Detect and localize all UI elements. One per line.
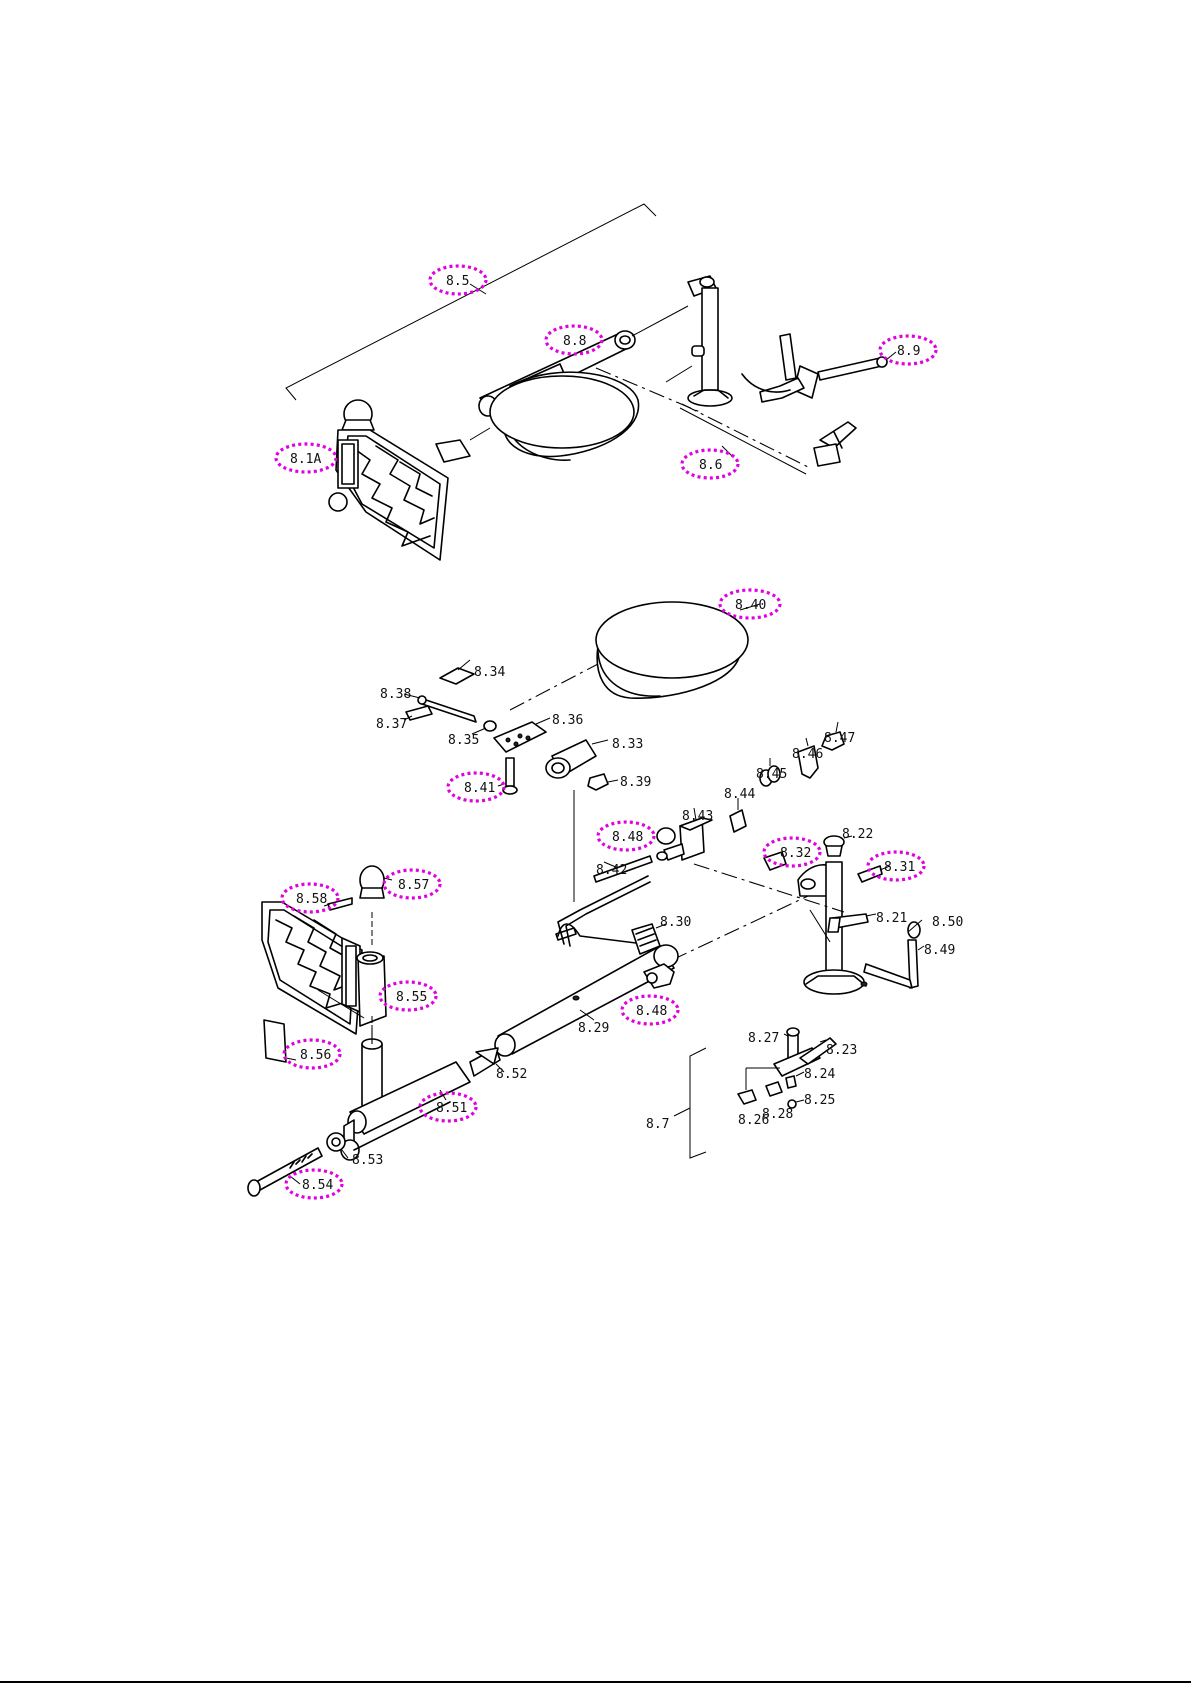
align-line-pad	[510, 664, 598, 710]
label-8-34: 8.34	[474, 665, 505, 680]
label-8-57: 8.57	[398, 878, 429, 893]
label-8-21: 8.21	[876, 911, 907, 926]
label-8-48b: 8.48	[636, 1004, 667, 1019]
label-8-58: 8.58	[296, 892, 327, 907]
label-8-54: 8.54	[302, 1178, 333, 1193]
label-8-39: 8.39	[620, 775, 651, 790]
label-8-27: 8.27	[748, 1031, 779, 1046]
label-8-22: 8.22	[842, 827, 873, 842]
footplate-8-1A	[329, 400, 448, 560]
label-8-55: 8.55	[396, 990, 427, 1005]
label-8-32: 8.32	[780, 846, 811, 861]
label-8-31: 8.31	[884, 860, 915, 875]
label-8-49: 8.49	[924, 943, 955, 958]
label-8-44: 8.44	[724, 787, 755, 802]
label-8-37: 8.37	[376, 717, 407, 732]
label-8-9: 8.9	[897, 344, 920, 359]
label-8-51: 8.51	[436, 1101, 467, 1116]
label-8-24: 8.24	[804, 1067, 835, 1082]
hanger-post	[666, 276, 732, 406]
label-8-45: 8.45	[756, 767, 787, 782]
lock-clamp-8-6	[722, 422, 856, 466]
label-8-46: 8.46	[792, 747, 823, 762]
label-8-8: 8.8	[563, 334, 586, 349]
label-8-28: 8.28	[762, 1107, 793, 1122]
bracket-8-5	[286, 204, 656, 400]
label-8-48a: 8.48	[612, 830, 643, 845]
label-8-47: 8.47	[824, 731, 855, 746]
label-8-41: 8.41	[464, 781, 495, 796]
page-bottom-rule	[0, 1681, 1191, 1683]
label-8-25: 8.25	[804, 1093, 835, 1108]
label-8-30: 8.30	[660, 915, 691, 930]
align-line-tube	[672, 896, 808, 960]
label-8-35: 8.35	[448, 733, 479, 748]
label-8-52: 8.52	[496, 1067, 527, 1082]
label-8-42: 8.42	[596, 863, 627, 878]
label-8-43: 8.43	[682, 809, 713, 824]
label-8-38: 8.38	[380, 687, 411, 702]
label-8-6: 8.6	[699, 458, 722, 473]
label-8-53: 8.53	[352, 1153, 383, 1168]
upper-assembly	[286, 204, 896, 560]
pad-bracket	[404, 660, 618, 794]
label-8-50: 8.50	[932, 915, 963, 930]
label-8-23: 8.23	[826, 1043, 857, 1058]
release-lever-8-9	[742, 334, 896, 402]
calf-pad-upper	[490, 372, 639, 460]
label-8-33: 8.33	[612, 737, 643, 752]
label-8-1A: 8.1A	[290, 452, 321, 467]
label-8-36: 8.36	[552, 713, 583, 728]
shaft-upper	[436, 440, 470, 462]
label-8-29: 8.29	[578, 1021, 609, 1036]
label-8-5: 8.5	[446, 274, 469, 289]
label-8-56: 8.56	[300, 1048, 331, 1063]
label-8-40: 8.40	[735, 598, 766, 613]
label-8-7: 8.7	[646, 1117, 669, 1132]
